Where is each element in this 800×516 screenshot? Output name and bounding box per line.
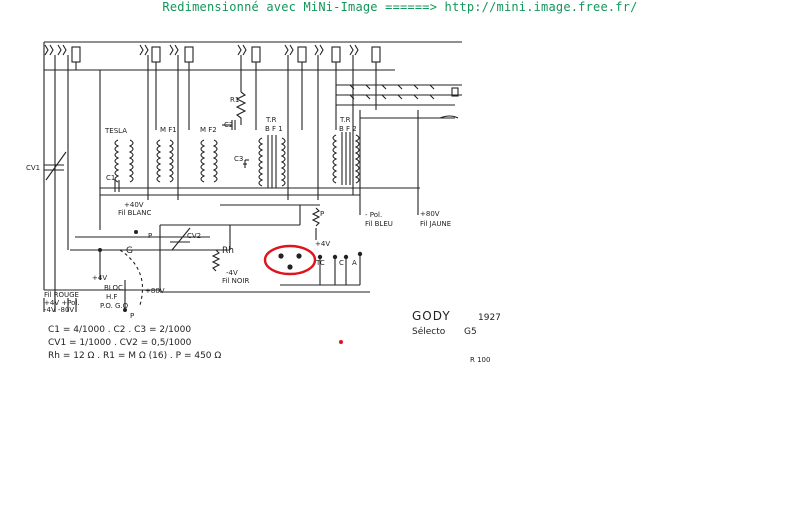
label-mf1: M F1 <box>160 126 177 134</box>
label-tc: TC <box>315 259 325 267</box>
label-cv2: CV2 <box>187 232 201 240</box>
label-bloc: BLOC <box>104 284 123 292</box>
label-pol: - Pol. <box>365 211 382 219</box>
legend-line-2: CV1 = 1/1000 . CV2 = 0,5/1000 <box>48 338 192 348</box>
label-plus4v-left: +4V <box>92 274 107 282</box>
watermark-banner: Redimensionné avec MiNi-Image ======> ht… <box>162 0 638 14</box>
label-g: G <box>126 246 133 256</box>
title-block: GODY 1927 Sélecto G5 R 100 <box>412 309 501 364</box>
label-hf: H.F <box>106 293 117 301</box>
label-fil-rouge: Fil ROUGE <box>44 291 79 299</box>
title-maker: GODY <box>412 309 451 323</box>
highlight-circle <box>263 244 317 276</box>
schematic-wiring <box>43 41 462 312</box>
title-ref: R 100 <box>470 356 490 364</box>
label-plus4v-right: +4V <box>315 240 330 248</box>
label-fil-noir: Fil NOIR <box>222 277 249 285</box>
label-fil-rouge-v1: +4V +Pol. <box>44 299 80 307</box>
socket-pins <box>98 230 363 312</box>
component-legend: C1 = 4/1000 . C2 . C3 = 2/1000 CV1 = 1/1… <box>48 325 221 361</box>
label-fil-rouge-v2: -4V -80V <box>44 306 74 314</box>
legend-line-1: C1 = 4/1000 . C2 . C3 = 2/1000 <box>48 325 191 335</box>
label-fil-blanc: Fil BLANC <box>118 209 152 217</box>
label-fil-jaune: Fil JAUNE <box>420 220 451 228</box>
label-c2: C2 <box>224 121 233 129</box>
label-pogo: P.O. G.O <box>100 302 129 310</box>
label-p-top: P <box>320 210 324 218</box>
label-c3: C3 <box>234 155 243 163</box>
red-dot <box>339 340 343 344</box>
label-fil-bleu: Fil BLEU <box>365 220 393 228</box>
label-p-bottom: P <box>130 312 134 320</box>
legend-line-3: Rh = 12 Ω . R1 = M Ω (16) . P = 450 Ω <box>48 351 221 361</box>
label-minus4v: -4V <box>226 269 238 277</box>
label-tr-bf1-b: B F 1 <box>265 125 283 133</box>
label-c: C <box>339 259 344 267</box>
label-fil-blanc-v: +40V <box>124 201 144 209</box>
label-cv1: CV1 <box>26 164 40 172</box>
label-rh: Rh <box>222 246 234 256</box>
label-r1: R1 <box>230 96 239 104</box>
label-mf2: M F2 <box>200 126 217 134</box>
label-plus80: +80V <box>145 287 165 295</box>
title-year: 1927 <box>478 313 501 323</box>
label-fil-jaune-v: +80V <box>420 210 440 218</box>
label-c1: C1 <box>106 174 115 182</box>
label-tr-bf2-a: T.R <box>339 116 351 124</box>
label-tr-bf2-b: B F 2 <box>339 125 357 133</box>
title-model: G5 <box>464 327 477 337</box>
label-a: A <box>352 259 357 267</box>
label-p-mid: P <box>148 232 152 240</box>
title-model-label: Sélecto <box>412 326 446 337</box>
label-tr-bf1-a: T.R <box>265 116 277 124</box>
label-tesla: TESLA <box>104 127 127 135</box>
